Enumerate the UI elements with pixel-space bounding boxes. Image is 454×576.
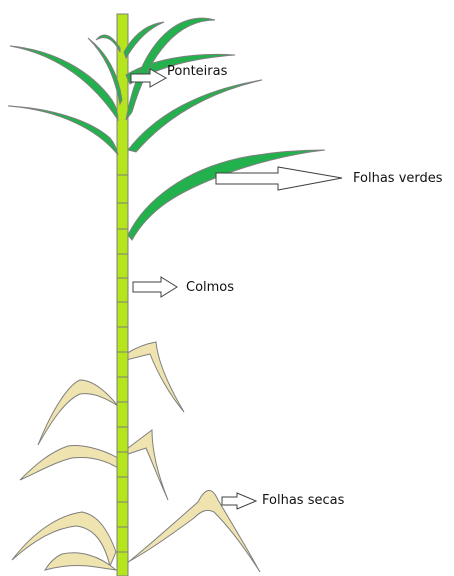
dry-leaf (20, 446, 118, 481)
green-leaf (128, 150, 325, 240)
arrows (131, 69, 342, 509)
dry-leaf (38, 380, 118, 445)
dry-leaf (126, 342, 184, 412)
label-folhas-verdes: Folhas verdes (353, 171, 443, 187)
dry-leaves (12, 342, 260, 572)
green-leaf (128, 80, 262, 152)
label-ponteiras: Ponteiras (167, 64, 227, 80)
green-leaves (8, 18, 325, 240)
arrow-colmos (133, 277, 177, 297)
dry-leaf (128, 430, 168, 500)
label-colmos: Colmos (186, 280, 234, 296)
green-leaf (10, 46, 118, 120)
label-folhas-secas: Folhas secas (262, 493, 344, 509)
arrow-folhas-secas (222, 493, 256, 509)
dry-leaf (45, 553, 116, 570)
green-leaf (8, 106, 118, 155)
